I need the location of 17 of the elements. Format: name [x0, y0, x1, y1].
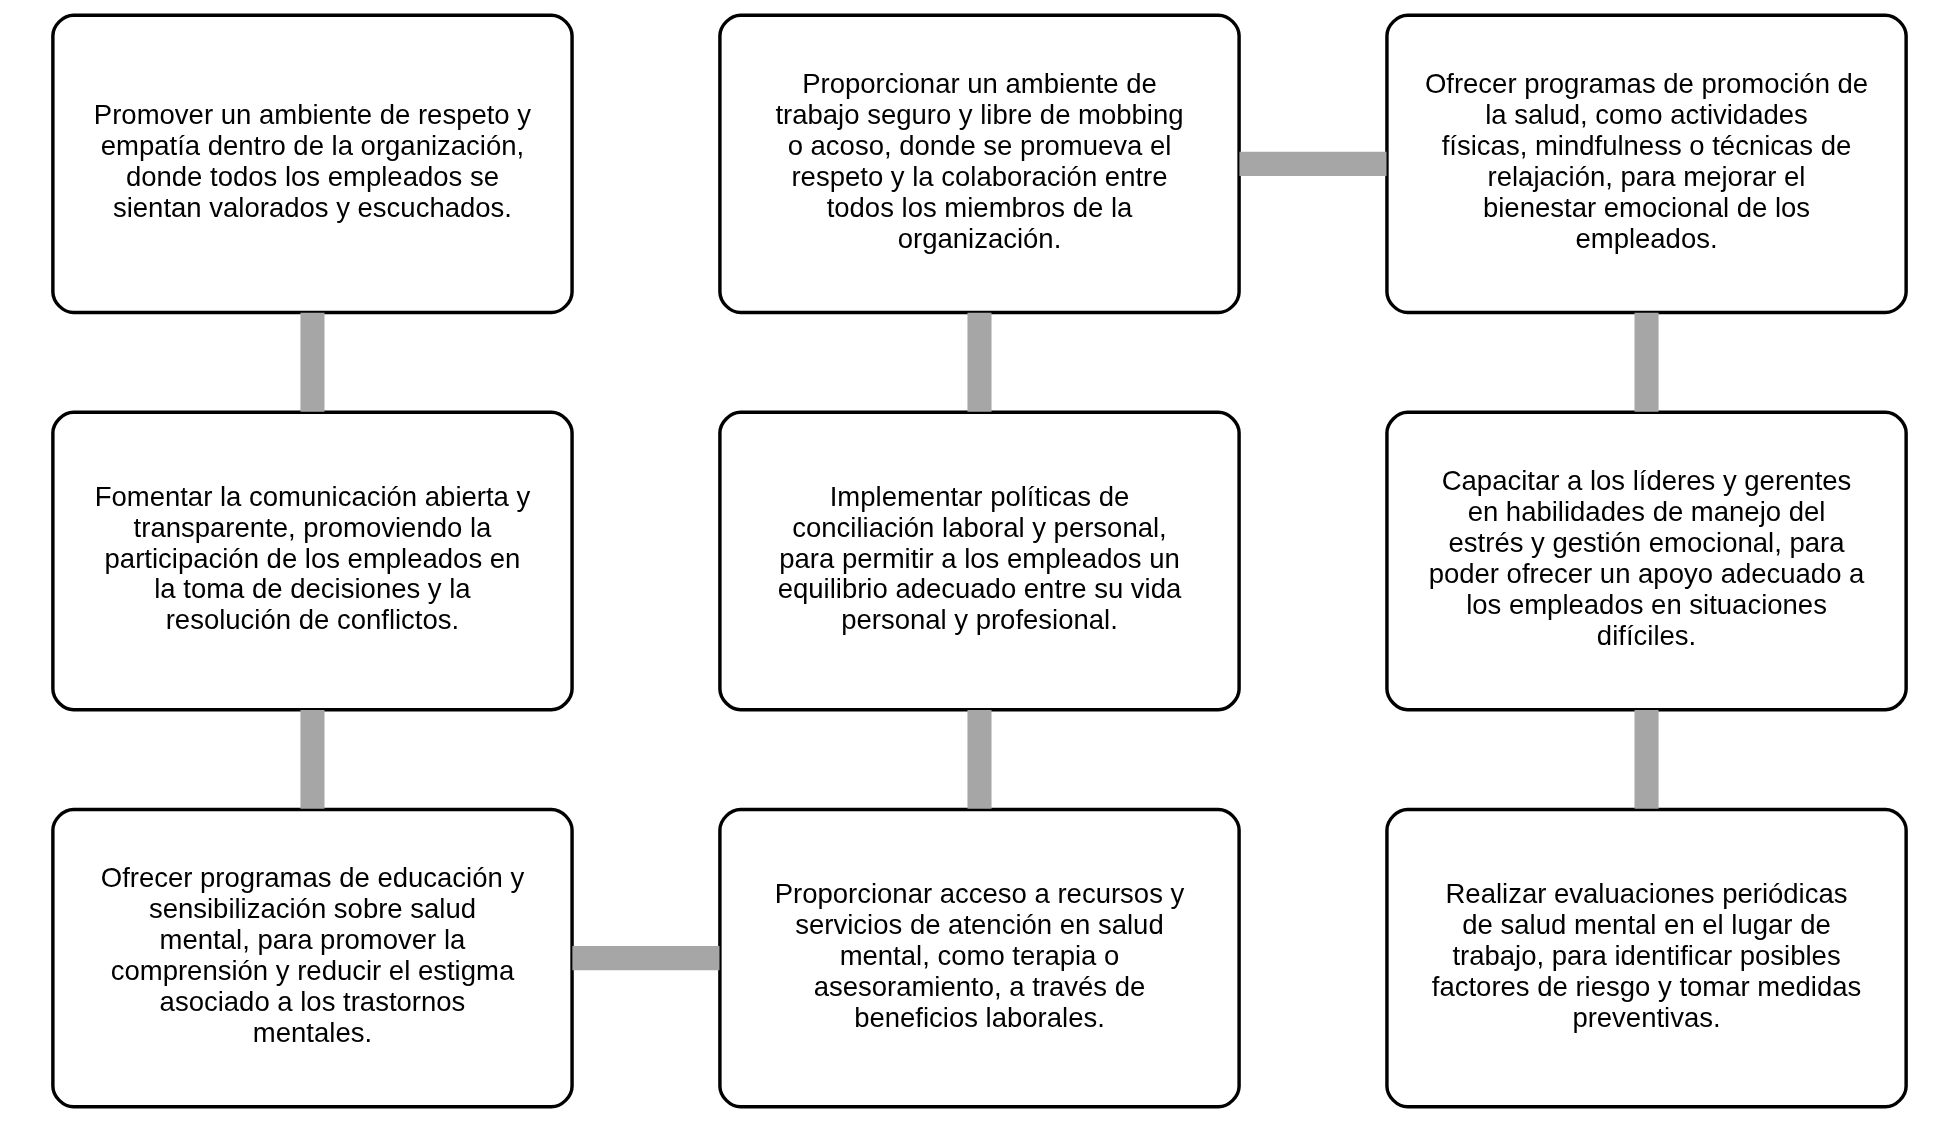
node-box: Capacitar a los líderes y gerentes en habilidades de manejo del estrés y gestión emocional, para poder ofrecer un apoyo adecuado a los empleados en situaciones difíciles.	[1385, 410, 1908, 712]
node-box: Fomentar la comunicación abierta y transparente, promoviendo la participación de los empleados en la toma de decisiones y la resolución de conflictos.	[51, 410, 574, 712]
connector	[967, 312, 992, 412]
node-box: Ofrecer programas de educación y sensibilización sobre salud mental, para promover la comprensión y reducir el estigma asociado a los trastornos mentales.	[51, 807, 574, 1109]
connector	[1239, 151, 1387, 176]
connector	[300, 312, 325, 412]
connector	[967, 709, 992, 809]
node-box: Ofrecer programas de promoción de la salud, como actividades físicas, mindfulness o técnicas de relajación, para mejorar el bienestar emocional de los empleados.	[1385, 13, 1908, 315]
node-box: Proporcionar acceso a recursos y servicios de atención en salud mental, como terapia o asesoramiento, a través de beneficios laborales.	[718, 807, 1241, 1109]
connector	[1634, 709, 1659, 809]
connector	[300, 709, 325, 809]
node-box: Promover un ambiente de respeto y empatía dentro de la organización, donde todos los empleados se sientan valorados y escuchados.	[51, 13, 574, 315]
node-box: Implementar políticas de conciliación laboral y personal, para permitir a los empleados un equilibrio adecuado entre su vida personal y profesional.	[718, 410, 1241, 712]
node-box: Proporcionar un ambiente de trabajo seguro y libre de mobbing o acoso, donde se promueva el respeto y la colaboración entre todos los miembros de la organización.	[718, 13, 1241, 315]
connector	[1634, 312, 1659, 412]
node-box: Realizar evaluaciones periódicas de salud mental en el lugar de trabajo, para identificar posibles factores de riesgo y tomar medidas preventivas.	[1385, 807, 1908, 1109]
connector	[572, 946, 720, 971]
